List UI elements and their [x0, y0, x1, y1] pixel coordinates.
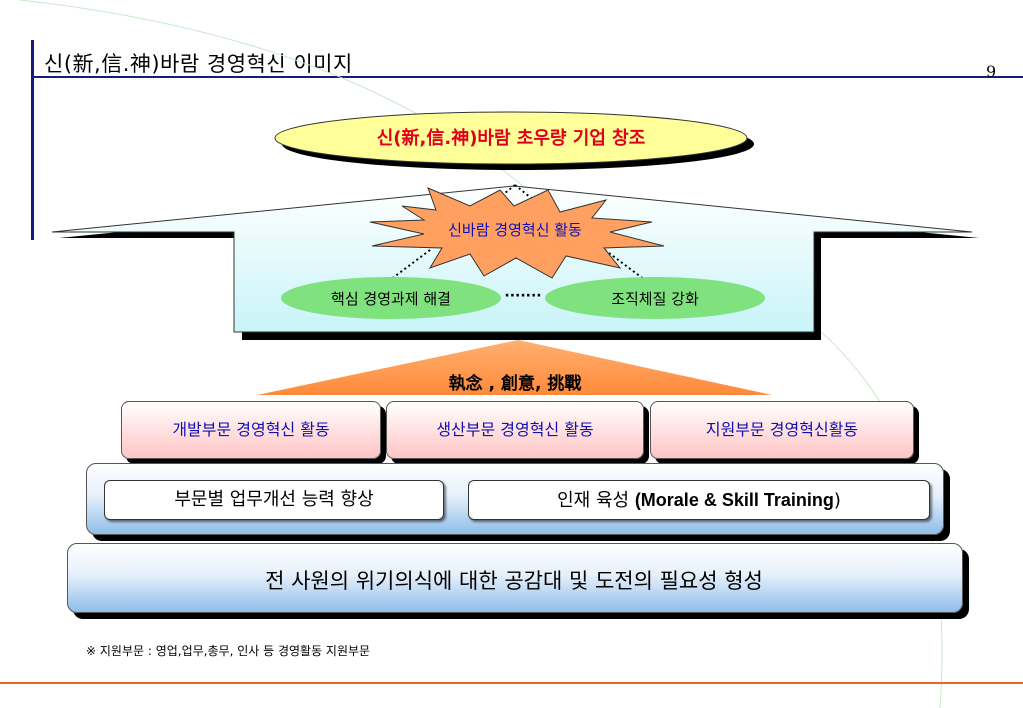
page-title: 신(新,信.神)바람 경영혁신 이미지	[44, 52, 353, 76]
capability-box-right: 인재 육성 (Morale & Skill Training)	[468, 480, 930, 520]
values-triangle	[257, 340, 772, 395]
capability-label-right-suffix: )	[833, 490, 841, 511]
dotted-connector	[604, 249, 646, 281]
foundation-panel	[67, 543, 963, 613]
capability-label-left: 부문별 업무개선 능력 향상	[174, 489, 374, 510]
capability-label-right-prefix: 인재 육성	[557, 490, 630, 511]
capability-label-right: 인재 육성 (Morale & Skill Training)	[469, 481, 929, 520]
decorative-arc	[19, 0, 561, 221]
foundation-text: 전 사원의 위기의식에 대한 공감대 및 도전의 필요성 형성	[265, 569, 763, 593]
title-underline	[31, 76, 1023, 78]
department-label: 생산부문 경영혁신 활동	[436, 420, 594, 439]
dotted-connector	[483, 184, 516, 211]
vision-text: 신(新,信.神)바람 초우량 기업 창조	[376, 128, 646, 149]
decorative-arc	[779, 299, 943, 708]
goal-ellipse-right	[545, 277, 765, 319]
values-text: 執念 , 創意, 挑戰	[448, 374, 582, 394]
footnote: ※ 지원부문 : 영업,업무,총무, 인사 등 경영활동 지원부문	[86, 644, 371, 658]
vision-ellipse	[274, 111, 748, 165]
department-box-development: 개발부문 경영혁신 활동	[121, 401, 381, 459]
goal-text-left: 핵심 경영과제 해결	[331, 290, 451, 308]
title-accent-bar	[31, 40, 34, 240]
page-number: 9	[986, 62, 997, 81]
dotted-connector	[389, 249, 431, 281]
department-box-production: 생산부문 경영혁신 활동	[386, 401, 644, 459]
capability-label-right-bold: (Morale & Skill Training	[634, 490, 834, 510]
dotted-connector	[514, 184, 547, 211]
capability-box-left: 부문별 업무개선 능력 향상	[104, 480, 444, 520]
goal-ellipse-left	[281, 277, 501, 319]
footer-line	[0, 682, 1023, 684]
goals-connector: ·······	[504, 288, 542, 304]
department-label: 개발부문 경영혁신 활동	[172, 420, 330, 439]
department-label: 지원부문 경영혁신활동	[705, 420, 859, 439]
activity-text: 신바람 경영혁신 활동	[448, 221, 582, 239]
activity-star	[369, 187, 665, 279]
goal-text-right: 조직체질 강화	[611, 290, 699, 308]
department-box-support: 지원부문 경영혁신활동	[650, 401, 914, 459]
